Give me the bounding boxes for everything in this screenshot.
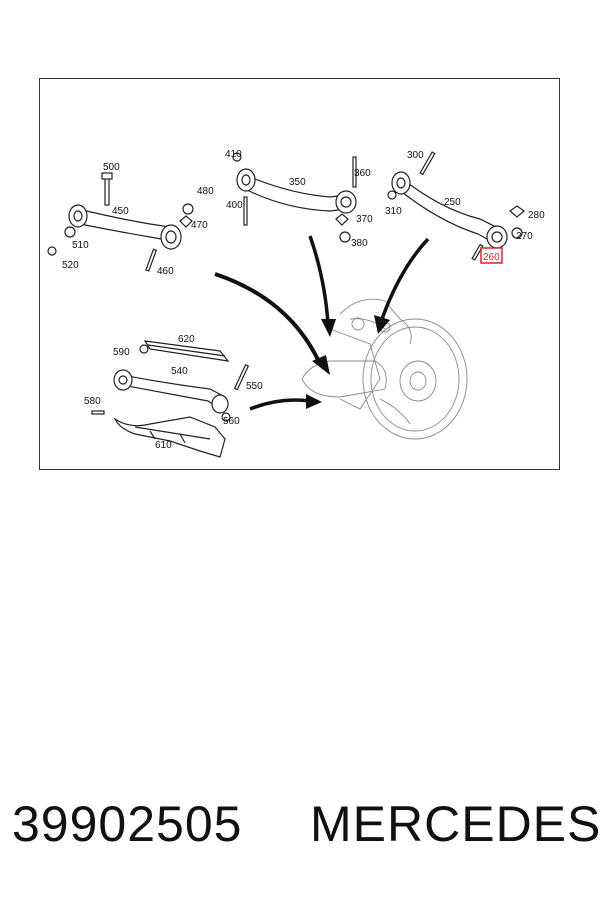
part-number: 39902505 [12, 796, 243, 852]
panel-610 [113, 416, 226, 458]
label-350: 350 [289, 177, 306, 188]
label-510: 510 [72, 240, 89, 251]
label-470: 470 [191, 220, 208, 231]
diagram-frame: 500 450 480 470 510 520 460 410 350 360 … [39, 78, 560, 470]
label-580: 580 [84, 396, 101, 407]
label-280: 280 [528, 210, 545, 221]
product-footer: 39902505 MERCEDES [0, 795, 600, 865]
label-410: 410 [225, 149, 242, 160]
label-300: 300 [407, 150, 424, 161]
label-560: 560 [223, 416, 240, 427]
part-labels: 500 450 480 470 510 520 460 410 350 360 … [62, 149, 545, 451]
label-610: 610 [155, 440, 172, 451]
control-arm-250 [387, 151, 525, 261]
control-arm-350 [232, 152, 357, 243]
control-arm-450 [47, 172, 194, 272]
label-400: 400 [226, 200, 243, 211]
label-480: 480 [197, 186, 214, 197]
pointer-arrows [214, 235, 430, 411]
label-360: 360 [354, 168, 371, 179]
control-arm-540 [91, 363, 250, 422]
suspension-diagram: 500 450 480 470 510 520 460 410 350 360 … [47, 149, 545, 458]
label-540: 540 [171, 366, 188, 377]
label-520: 520 [62, 260, 79, 271]
label-550: 550 [246, 381, 263, 392]
strut-620 [139, 340, 230, 362]
label-590: 590 [113, 347, 130, 358]
label-260: 260 [483, 252, 500, 263]
highlight-box-260 [480, 247, 503, 264]
label-380: 380 [351, 238, 368, 249]
label-500: 500 [103, 162, 120, 173]
label-270: 270 [516, 231, 533, 242]
label-620: 620 [178, 334, 195, 345]
label-450: 450 [112, 206, 129, 217]
label-250: 250 [444, 197, 461, 208]
brand-name: MERCEDES [310, 796, 600, 852]
label-460: 460 [157, 266, 174, 277]
label-310: 310 [385, 206, 402, 217]
label-370: 370 [356, 214, 373, 225]
